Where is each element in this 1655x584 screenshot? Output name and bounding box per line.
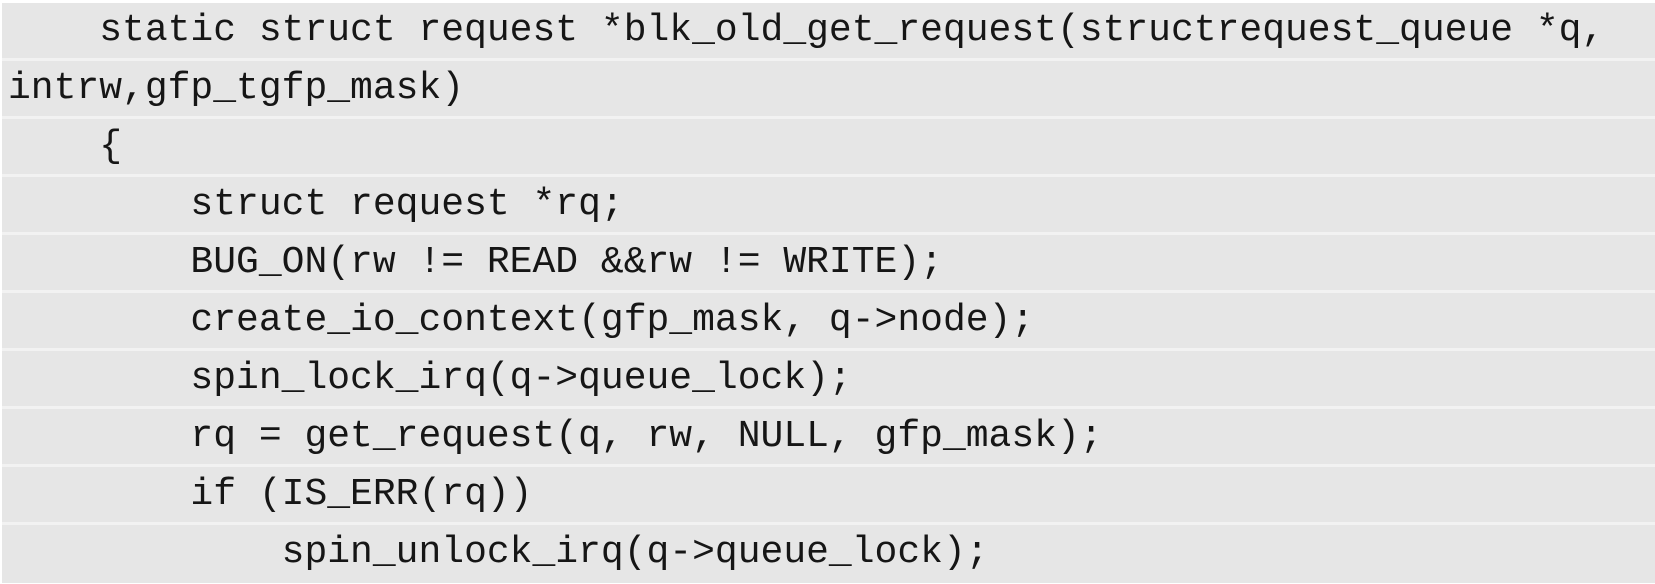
code-line-1: static struct request *blk_old_get_reque… xyxy=(2,3,1655,61)
code-line-4: struct request *rq; xyxy=(2,177,1655,235)
code-line-7: spin_lock_irq(q->queue_lock); xyxy=(2,351,1655,409)
code-line-2: intrw,gfp_tgfp_mask) xyxy=(2,61,1655,119)
code-line-10: spin_unlock_irq(q->queue_lock); xyxy=(2,525,1655,583)
code-line-3: { xyxy=(2,119,1655,177)
code-line-8: rq = get_request(q, rw, NULL, gfp_mask); xyxy=(2,409,1655,467)
code-line-9: if (IS_ERR(rq)) xyxy=(2,467,1655,525)
code-line-5: BUG_ON(rw != READ &&rw != WRITE); xyxy=(2,235,1655,293)
code-line-6: create_io_context(gfp_mask, q->node); xyxy=(2,293,1655,351)
